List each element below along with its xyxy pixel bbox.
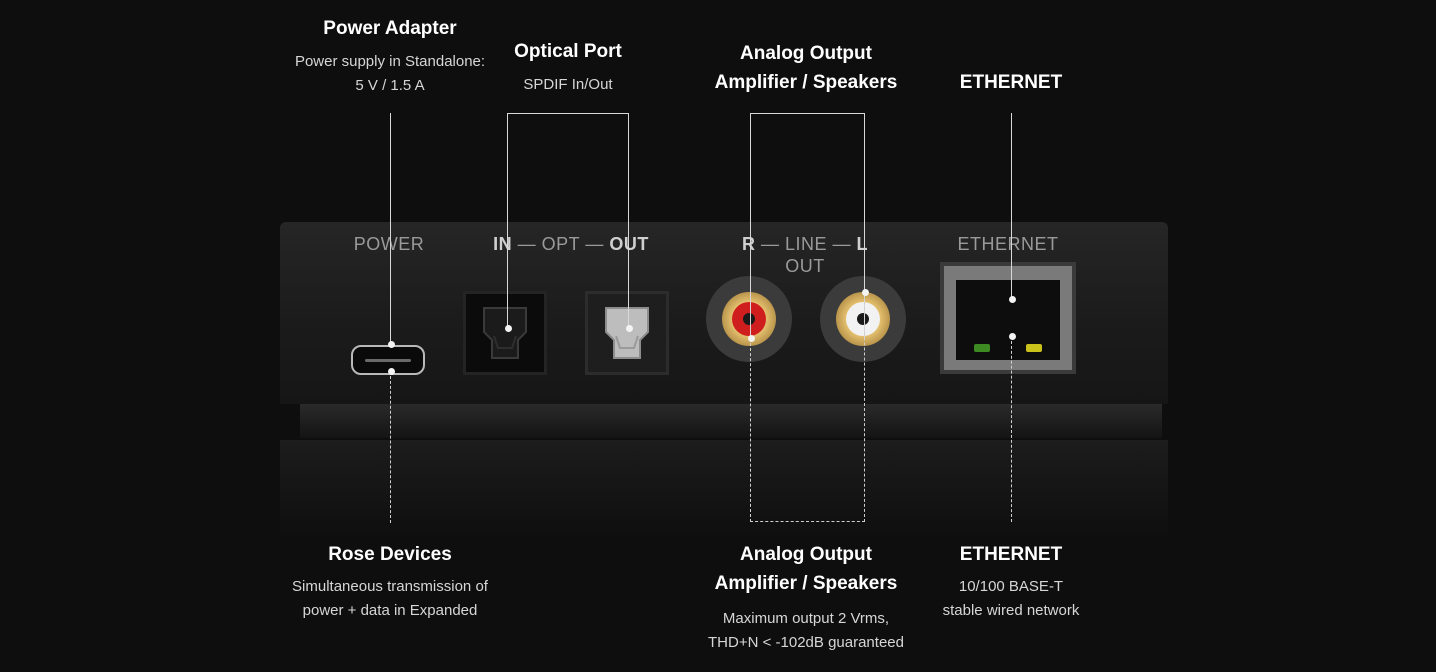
rca-left-insulator [846, 302, 880, 336]
analog-output-title: Analog Output [740, 43, 872, 64]
line-port-label: R — LINE — L [730, 234, 880, 255]
line-r-label: R [741, 234, 756, 254]
line-l-label: L [856, 234, 869, 254]
ethernet-bottom-dot [1009, 333, 1016, 340]
analog-l-connector-line [864, 113, 865, 338]
optical-opt-label: — OPT — [512, 234, 610, 254]
optical-connector-bar [507, 113, 629, 114]
rca-left-pin [857, 313, 869, 325]
device-base [300, 404, 1162, 438]
optical-in-dot [505, 325, 512, 332]
analog-bottom-l-line [864, 292, 865, 522]
analog-connector-bar [750, 113, 865, 114]
optical-in-label: IN [493, 234, 513, 254]
line-out-label: OUT [785, 256, 825, 276]
analog-r-connector-line [750, 113, 751, 338]
line-mid-label: — LINE — [755, 234, 857, 254]
power-port-label: POWER [353, 234, 425, 254]
power-adapter-title: Power Adapter [323, 18, 457, 39]
eth-activity-led [1026, 344, 1042, 352]
optical-out-port-icon [585, 291, 669, 375]
device-reflection [280, 440, 1168, 540]
rca-right-insulator [732, 302, 766, 336]
power-bottom-dot [388, 368, 395, 375]
analog-output-subtitle: Amplifier / Speakers [714, 72, 898, 93]
optical-port-desc: SPDIF In/Out [523, 76, 613, 93]
optical-out-shape [605, 307, 649, 359]
analog-output-bottom-title: Analog Output [740, 544, 872, 565]
rose-devices-desc-1: Simultaneous transmission of [292, 578, 488, 595]
optical-in-connector-line [507, 113, 508, 328]
optical-port-label: IN — OPT — OUT [482, 234, 660, 255]
optical-in-port-icon [463, 291, 547, 375]
ethernet-connector-line [1011, 113, 1012, 299]
power-connector-line [390, 113, 391, 344]
ethernet-bottom-title: ETHERNET [959, 544, 1063, 565]
ethernet-top-dot [1009, 296, 1016, 303]
ethernet-title: ETHERNET [959, 72, 1063, 93]
ethernet-port-label: ETHERNET [957, 234, 1059, 254]
power-top-dot [388, 341, 395, 348]
optical-out-dot [626, 325, 633, 332]
optical-port-title: Optical Port [514, 41, 622, 62]
analog-bottom-r-line [750, 338, 751, 522]
analog-l-dot [862, 289, 869, 296]
rose-devices-title: Rose Devices [328, 544, 452, 565]
analog-output-desc-1: Maximum output 2 Vrms, [722, 610, 890, 627]
rca-right-pin [743, 313, 755, 325]
analog-output-desc-2: THD+N < -102dB guaranteed [708, 634, 904, 651]
optical-in-shape [483, 307, 527, 359]
power-adapter-desc-2: 5 V / 1.5 A [355, 77, 425, 94]
rj45-socket [956, 280, 1060, 360]
ethernet-bottom-line [1011, 336, 1012, 522]
ethernet-desc-1: 10/100 BASE-T [958, 578, 1064, 595]
optical-out-label: OUT [609, 234, 649, 254]
optical-out-connector-line [628, 113, 629, 328]
rose-connector-line [390, 371, 391, 523]
analog-r-dot [748, 335, 755, 342]
rose-devices-desc-2: power + data in Expanded [302, 602, 478, 619]
analog-output-bottom-subtitle: Amplifier / Speakers [714, 573, 898, 594]
rca-right-jack-icon [706, 276, 792, 362]
eth-link-led [974, 344, 990, 352]
rca-left-ring [836, 292, 890, 346]
analog-bottom-bar [750, 521, 865, 522]
rca-right-ring [722, 292, 776, 346]
ethernet-desc-2: stable wired network [942, 602, 1080, 619]
power-adapter-desc-1: Power supply in Standalone: [294, 53, 486, 70]
rj45-port-icon [940, 262, 1076, 374]
